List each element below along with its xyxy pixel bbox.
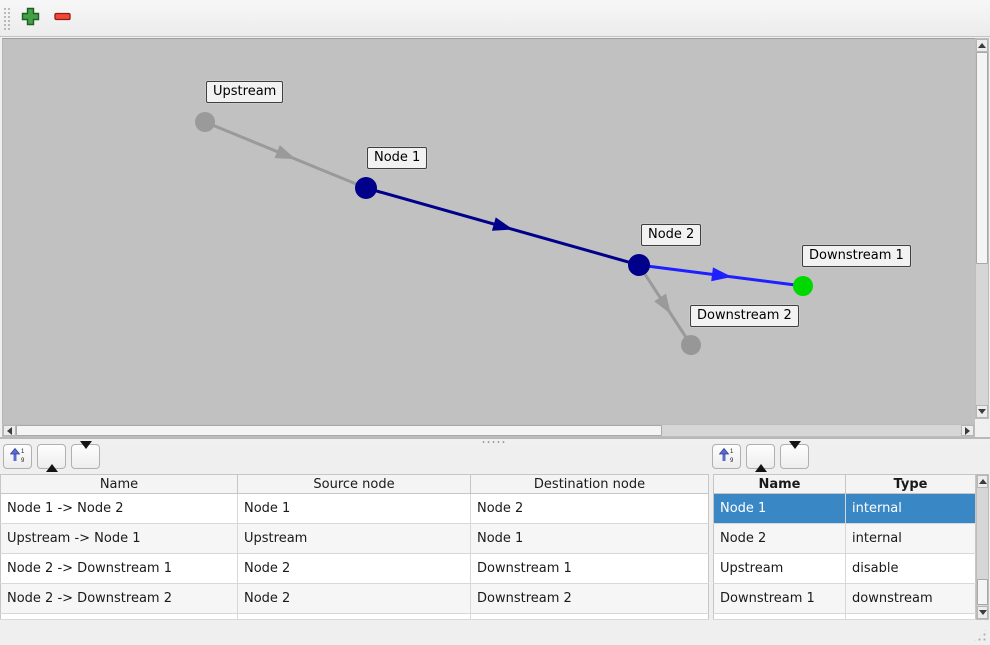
node-label-node-2[interactable]: Node 2 bbox=[641, 224, 702, 246]
cell[interactable]: Node 1 bbox=[237, 493, 471, 524]
vertical-scrollbar-thumb[interactable] bbox=[976, 52, 988, 264]
cell[interactable]: Node 2 bbox=[237, 583, 471, 614]
canvas-horizontal-scrollbar[interactable] bbox=[2, 424, 975, 437]
scroll-right-icon[interactable] bbox=[961, 425, 974, 436]
nodes-table-scrollbar[interactable] bbox=[976, 474, 989, 620]
main-toolbar bbox=[0, 0, 990, 37]
node-label-downstream-2[interactable]: Downstream 2 bbox=[690, 305, 799, 327]
node-label-downstream-1[interactable]: Downstream 1 bbox=[802, 245, 911, 267]
cell[interactable]: internal bbox=[845, 493, 976, 524]
splitter-handle-icon bbox=[481, 440, 507, 444]
node-node-1[interactable] bbox=[355, 177, 377, 199]
edge-arrow-icon bbox=[274, 145, 296, 160]
cell[interactable]: Node 1 bbox=[713, 493, 846, 524]
cell[interactable]: internal bbox=[845, 523, 976, 554]
column-header-name[interactable]: Name bbox=[0, 474, 238, 494]
scroll-left-icon[interactable] bbox=[3, 425, 16, 436]
nodes-scrollbar-thumb[interactable] bbox=[977, 579, 988, 605]
column-header-source-node[interactable]: Source node bbox=[237, 474, 471, 494]
cell[interactable]: Node 1 -> Node 2 bbox=[0, 493, 238, 524]
empty-row bbox=[713, 613, 976, 620]
cell[interactable]: Node 2 -> Downstream 1 bbox=[0, 553, 238, 584]
move-up-button[interactable] bbox=[37, 444, 66, 472]
node-label-node-1[interactable]: Node 1 bbox=[367, 147, 428, 169]
node-label-upstream[interactable]: Upstream bbox=[206, 81, 284, 103]
edge-arrow-icon bbox=[491, 217, 514, 231]
column-header-name[interactable]: Name bbox=[713, 474, 846, 494]
scroll-down-icon[interactable] bbox=[976, 405, 988, 418]
move-up-icon bbox=[45, 449, 58, 472]
panel-splitter[interactable] bbox=[0, 437, 990, 444]
cell[interactable]: disable bbox=[845, 553, 976, 584]
move-down-icon bbox=[79, 441, 92, 464]
cell[interactable]: Upstream -> Node 1 bbox=[0, 523, 238, 554]
cell[interactable]: Downstream 2 bbox=[470, 583, 709, 614]
canvas-vertical-scrollbar[interactable] bbox=[975, 38, 989, 419]
remove-button[interactable] bbox=[51, 7, 73, 29]
minus-icon bbox=[53, 12, 72, 29]
cell[interactable]: Upstream bbox=[713, 553, 846, 584]
cell[interactable]: Upstream bbox=[237, 523, 471, 554]
cell[interactable]: Node 2 bbox=[470, 493, 709, 524]
scroll-down-icon[interactable] bbox=[977, 606, 988, 619]
node-downstream-2[interactable] bbox=[681, 335, 701, 355]
graph-drawing bbox=[195, 112, 813, 355]
edge-node-2-to-downstream-2[interactable] bbox=[637, 264, 693, 346]
plus-icon bbox=[21, 7, 40, 29]
cell[interactable]: Node 2 -> Downstream 2 bbox=[0, 583, 238, 614]
scroll-up-icon[interactable] bbox=[976, 39, 988, 52]
add-button[interactable] bbox=[19, 7, 41, 29]
cell[interactable]: Downstream 1 bbox=[713, 583, 846, 614]
node-downstream-1[interactable] bbox=[793, 276, 813, 296]
toolbar-drag-grip[interactable] bbox=[3, 7, 11, 31]
move-down-button[interactable] bbox=[780, 441, 809, 469]
node-node-2[interactable] bbox=[628, 254, 650, 276]
cell[interactable]: Node 2 bbox=[237, 553, 471, 584]
scroll-up-icon[interactable] bbox=[977, 475, 988, 488]
svg-text:1: 1 bbox=[21, 449, 25, 455]
svg-text:9: 9 bbox=[21, 458, 25, 463]
edge-upstream-to-node-1[interactable] bbox=[204, 120, 367, 190]
cell[interactable]: Downstream 1 bbox=[470, 553, 709, 584]
column-header-destination-node[interactable]: Destination node bbox=[470, 474, 709, 494]
horizontal-scrollbar-thumb[interactable] bbox=[16, 425, 662, 436]
node-upstream[interactable] bbox=[195, 112, 215, 132]
svg-text:9: 9 bbox=[730, 458, 734, 463]
move-up-icon bbox=[754, 449, 767, 472]
svg-text:1: 1 bbox=[730, 449, 734, 455]
cell[interactable]: Node 1 bbox=[470, 523, 709, 554]
cell[interactable]: downstream bbox=[845, 583, 976, 614]
cell[interactable]: Node 2 bbox=[713, 523, 846, 554]
edge-node-2-to-downstream-1[interactable] bbox=[638, 263, 804, 288]
move-up-button[interactable] bbox=[746, 444, 775, 472]
edge-arrow-icon bbox=[654, 293, 671, 315]
empty-row bbox=[0, 613, 709, 620]
move-down-icon bbox=[788, 441, 801, 464]
move-down-button[interactable] bbox=[71, 441, 100, 469]
column-header-type[interactable]: Type bbox=[845, 474, 976, 494]
edge-node-1-to-node-2[interactable] bbox=[365, 186, 640, 267]
edge-arrow-icon bbox=[711, 267, 732, 282]
